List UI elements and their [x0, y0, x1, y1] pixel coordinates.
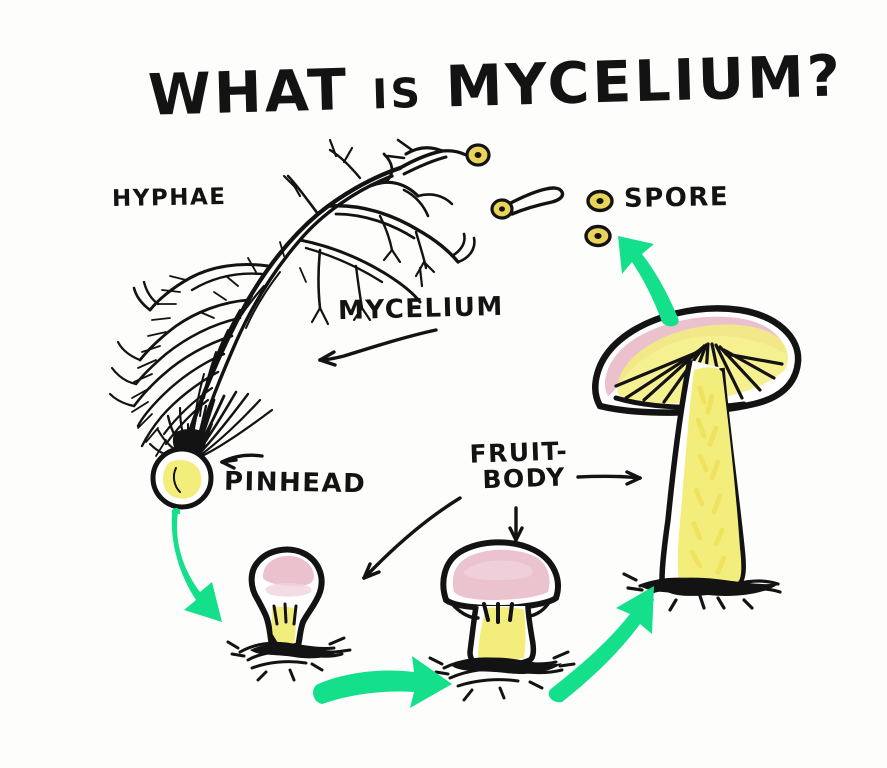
- arrow-pinhead-to-button: [171, 508, 222, 622]
- arrow-growing-to-fruitbody: [548, 586, 654, 703]
- label-spore: SPORE: [623, 182, 730, 214]
- fruitbody-pointer-left-arrow: [362, 496, 462, 580]
- mycelium-network: [108, 138, 476, 465]
- label-fruit-body: FRUIT-BODY: [469, 436, 569, 495]
- label-hyphae: HYPHAE: [111, 184, 227, 212]
- young-button-mushroom: [226, 546, 352, 682]
- fruitbody-pointer-right-arrow: [576, 470, 642, 486]
- title-word-what: WHAT: [147, 57, 351, 129]
- label-pinhead: PINHEAD: [223, 466, 367, 500]
- arrow-fruitbody-to-spore: [618, 236, 679, 327]
- spore-pair: [584, 189, 614, 248]
- title-word-is: IS: [371, 69, 424, 119]
- arrow-button-to-growing: [313, 656, 452, 708]
- title-word-mycelium: MYCELIUM?: [444, 43, 844, 121]
- fruitbody-pointer-down-arrow: [508, 506, 524, 542]
- mycelium-pointer-arrow: [318, 328, 438, 367]
- fruit-body-mushroom: [592, 305, 802, 612]
- fruit-body-line-2: BODY: [481, 462, 567, 495]
- pinhead-pointer-arrow: [220, 453, 264, 470]
- hypha-tip-spore: [440, 143, 491, 167]
- growing-mushroom: [428, 539, 576, 702]
- label-mycelium: MYCELIUM: [337, 291, 505, 327]
- germinating-spore: [490, 186, 565, 220]
- pinhead-stage: [150, 440, 214, 510]
